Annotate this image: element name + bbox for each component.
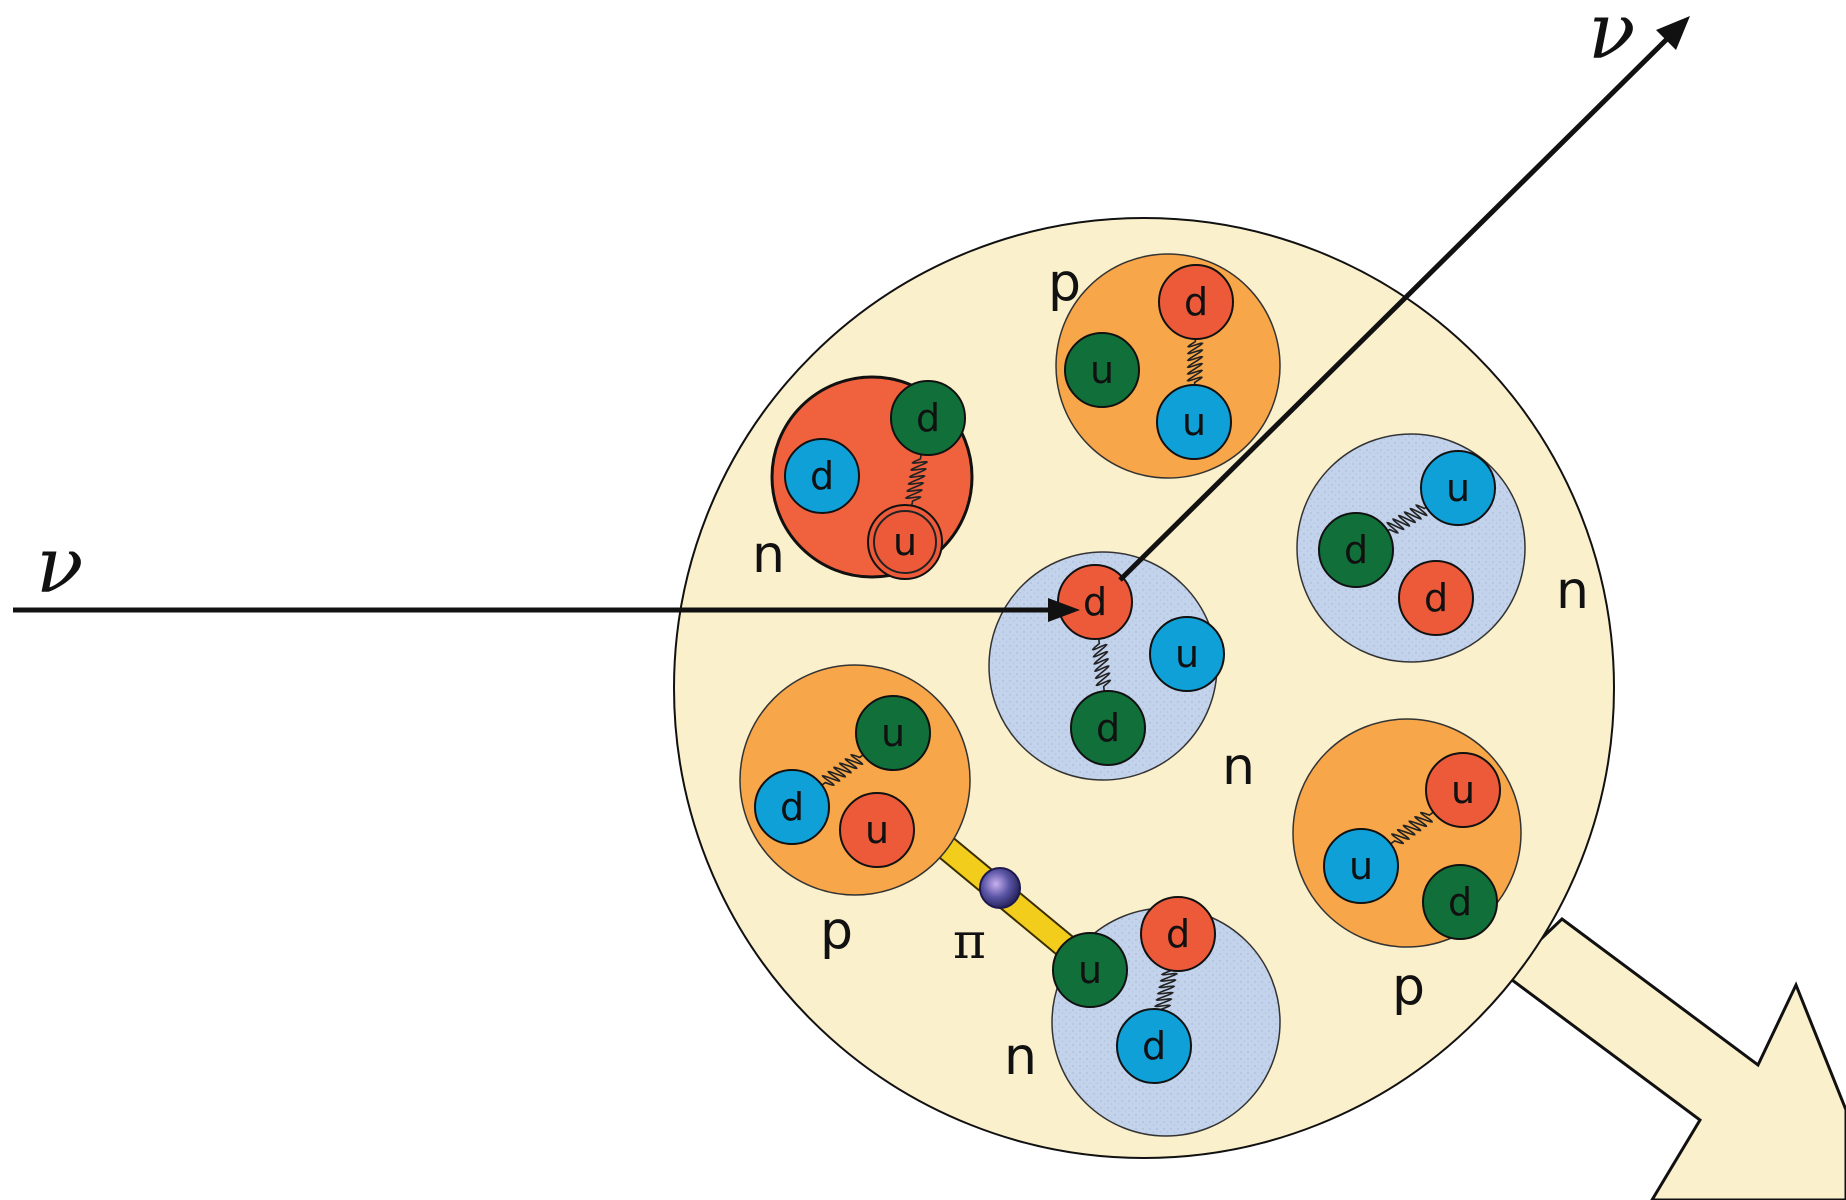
quark-u: u [867, 504, 943, 580]
quark-red-disc [867, 504, 943, 580]
outgoing-neutrino-label: ν [1588, 0, 1635, 77]
quark-u: u [1425, 752, 1501, 828]
nucleon-label: n [752, 525, 785, 585]
quark-u: u [1156, 384, 1232, 460]
nucleon-label: p [1392, 957, 1425, 1017]
quark-green-disc [1422, 864, 1498, 940]
nucleon-label: n [1004, 1027, 1037, 1087]
quark-d: d [1158, 264, 1234, 340]
incoming-neutrino-label: ν [36, 521, 83, 611]
quark-d: d [784, 438, 860, 514]
quark-u: u [1064, 332, 1140, 408]
quark-label: d [1166, 912, 1190, 956]
quark-label: u [893, 520, 917, 564]
quark-red-disc [1140, 896, 1216, 972]
incoming-neutrino-arrowhead [1048, 598, 1080, 622]
quark-label: u [865, 808, 889, 852]
quark-label: d [1448, 880, 1472, 924]
gluon-spring [904, 451, 929, 509]
quark-red-disc [839, 792, 915, 868]
quark-label: d [810, 454, 834, 498]
pion-label: π [953, 912, 986, 970]
quark-green-disc [1070, 690, 1146, 766]
quark-u: u [1420, 450, 1496, 526]
quark-blue-disc [754, 769, 830, 845]
quark-d: d [1140, 896, 1216, 972]
outgoing-neutrino-arrowhead [1656, 16, 1690, 50]
gluon-spring [1091, 635, 1112, 695]
gluon-spring [1384, 504, 1430, 534]
quark-label: u [1451, 768, 1475, 812]
nucleon-upper-left-neutron: d d u [770, 375, 974, 580]
quark-green-disc [1318, 512, 1394, 588]
quark-d: d [1398, 560, 1474, 636]
quark-blue-disc [1156, 384, 1232, 460]
gluon-spring [1387, 809, 1437, 847]
quark-blue-disc [1116, 1008, 1192, 1084]
quark-red-disc [1398, 560, 1474, 636]
quark-label: d [1096, 706, 1120, 750]
quark-u: u [1323, 828, 1399, 904]
quark-blue-disc [1420, 450, 1496, 526]
quark-green-disc [890, 380, 966, 456]
quark-green-disc [1052, 932, 1128, 1008]
quark-label: d [1184, 280, 1208, 324]
quark-label: d [1083, 580, 1107, 624]
quark-label: u [1349, 844, 1373, 888]
quark-d: d [890, 380, 966, 456]
quark-label: d [1344, 528, 1368, 572]
quark-ring [873, 510, 937, 574]
quark-green-disc [1064, 332, 1140, 408]
quark-label: d [916, 396, 940, 440]
quark-u: u [839, 792, 915, 868]
nucleon-label: n [1222, 737, 1255, 797]
quark-blue-disc [1149, 616, 1225, 692]
quark-red-disc [1425, 752, 1501, 828]
quark-green-disc [855, 695, 931, 771]
quark-label: u [1182, 400, 1206, 444]
quark-label: u [1175, 632, 1199, 676]
nucleon-label: p [820, 901, 853, 961]
quark-label: d [780, 785, 804, 829]
gluon-spring [818, 752, 867, 788]
quark-label: u [881, 711, 905, 755]
nucleon-bottom-neutron: dud [1051, 896, 1281, 1137]
nucleon-label: n [1556, 561, 1589, 621]
nucleon-top-proton: d u u [1055, 253, 1281, 479]
nucleon-lower-left-proton: u d u [739, 664, 971, 896]
pion-particle [979, 867, 1021, 909]
quark-label: d [1424, 576, 1448, 620]
quark-blue-disc [784, 438, 860, 514]
quark-red-disc [1158, 264, 1234, 340]
quark-d: d [1318, 512, 1394, 588]
recoil-arrow [1501, 917, 1846, 1200]
outgoing-neutrino-line [1118, 36, 1670, 582]
quark-label: u [1446, 466, 1470, 510]
quark-u: u [1052, 932, 1128, 1008]
gluon-spring [1153, 967, 1179, 1013]
quark-d: d [1057, 564, 1133, 640]
quark-label: u [1078, 948, 1102, 992]
quark-u: u [1149, 616, 1225, 692]
gluon-spring [1186, 335, 1204, 389]
quark-blue-disc [1323, 828, 1399, 904]
quark-d: d [1116, 1008, 1192, 1084]
quark-label: d [1142, 1024, 1166, 1068]
nucleon-lower-right-proton: u u d [1292, 718, 1522, 948]
quark-u: u [855, 695, 931, 771]
quark-d: d [1422, 864, 1498, 940]
quark-d: d [1070, 690, 1146, 766]
nucleon-right-neutron: u d d [1296, 433, 1526, 663]
nucleon-label: p [1048, 253, 1081, 313]
quark-d: d [754, 769, 830, 845]
quark-label: u [1090, 348, 1114, 392]
